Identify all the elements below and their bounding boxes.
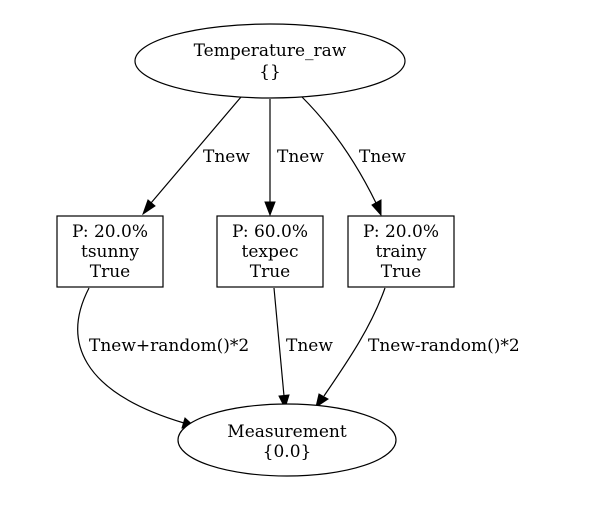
arrowhead xyxy=(264,201,276,217)
node-probability: P: 20.0% xyxy=(363,222,439,242)
node-value: True xyxy=(250,262,290,282)
node-label: Measurement xyxy=(227,422,347,442)
edge-label: Tnew xyxy=(359,147,406,167)
edge-raw-to-trainy: Tnew xyxy=(301,96,406,217)
edge-texpec-to-measurement: Tnew xyxy=(273,287,333,410)
edge-label: Tnew+random()*2 xyxy=(89,336,249,356)
node-value: {} xyxy=(259,62,281,82)
edge-raw-to-texpec: Tnew xyxy=(264,99,324,217)
node-texpec: P: 60.0% texpec True xyxy=(216,215,324,288)
node-name: texpec xyxy=(242,242,299,262)
arrowhead xyxy=(371,199,382,217)
node-label: Temperature_raw xyxy=(194,41,347,61)
node-probability: P: 60.0% xyxy=(232,222,308,242)
edge-label: Tnew xyxy=(277,147,324,167)
arrowhead xyxy=(278,394,290,410)
node-measurement: Measurement {0.0} xyxy=(177,403,397,477)
edge-raw-to-tsunny: Tnew xyxy=(142,96,250,216)
node-probability: P: 20.0% xyxy=(72,222,148,242)
edge-label: Tnew xyxy=(203,147,250,167)
edge-tsunny-to-measurement: Tnew+random()*2 xyxy=(77,287,249,429)
node-name: tsunny xyxy=(81,242,139,262)
node-value: {0.0} xyxy=(263,442,312,462)
node-value: True xyxy=(381,262,421,282)
edge-trainy-to-measurement: Tnew-random()*2 xyxy=(315,287,520,409)
edge-label: Tnew-random()*2 xyxy=(368,336,520,356)
node-name: trainy xyxy=(375,242,426,262)
node-trainy: P: 20.0% trainy True xyxy=(347,215,455,288)
node-value: True xyxy=(90,262,130,282)
arrowhead xyxy=(315,393,329,409)
node-tsunny: P: 20.0% tsunny True xyxy=(56,215,164,288)
edge-label: Tnew xyxy=(286,336,333,356)
node-temperature-raw: Temperature_raw {} xyxy=(134,23,406,99)
arrowhead xyxy=(142,199,156,216)
